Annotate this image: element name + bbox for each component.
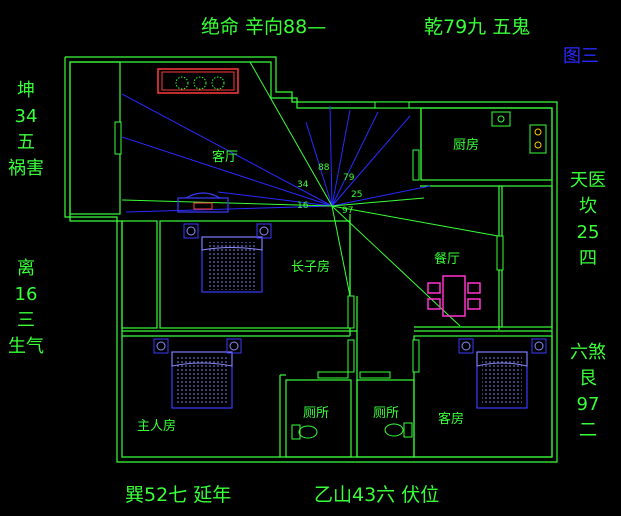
side-rt-0: 天医 [570, 170, 606, 191]
room-toilet-1: 厕所 [303, 406, 330, 421]
side-rt-2: 25 [576, 222, 600, 243]
toilet-fixtures [291, 422, 413, 440]
center-num-88: 88 [318, 163, 330, 173]
room-kitchen: 厨房 [453, 138, 480, 153]
bed-eldest [183, 223, 272, 293]
dining-table [427, 275, 481, 317]
side-rb-3: 二 [579, 420, 597, 441]
side-lb-2: 三 [17, 310, 35, 331]
bed-master [153, 338, 242, 409]
room-guest: 客房 [438, 412, 465, 427]
side-lb-1: 16 [14, 284, 38, 305]
side-rb-2: 97 [576, 394, 600, 415]
side-right-bottom: 六煞 艮 97 二 [568, 340, 608, 444]
center-num-34: 34 [297, 180, 309, 190]
side-rb-1: 艮 [579, 368, 597, 389]
room-master: 主人房 [137, 419, 177, 434]
side-rb-0: 六煞 [570, 342, 606, 363]
side-lt-3: 祸害 [8, 158, 44, 179]
side-lt-2: 五 [17, 132, 35, 153]
center-num-16: 16 [297, 201, 309, 211]
header-left: 绝命 辛向88— [201, 16, 327, 38]
side-lb-0: 离 [17, 258, 35, 279]
side-lb-3: 生气 [8, 336, 44, 357]
footer-right: 乙山43六 伏位 [314, 484, 440, 506]
side-right-top: 天医 坎 25 四 [568, 168, 608, 272]
header-right: 乾79九 五鬼 [424, 16, 531, 38]
room-living: 客厅 [212, 150, 239, 165]
windows [114, 101, 504, 379]
center-num-79: 79 [343, 173, 355, 183]
side-rt-1: 坎 [579, 196, 597, 217]
footer-left: 巽52七 延年 [125, 484, 232, 506]
side-lt-0: 坤 [17, 80, 35, 101]
side-left-bottom: 离 16 三 生气 [6, 256, 46, 360]
bed-guest [458, 338, 547, 409]
room-toilet-2: 厕所 [373, 406, 400, 421]
center-num-25: 25 [351, 190, 363, 200]
compass-rays [121, 93, 431, 213]
bagua-lines [121, 61, 499, 327]
sofa [157, 68, 239, 94]
side-left-top: 坤 34 五 祸害 [6, 78, 46, 182]
figure-label: 图三 [563, 46, 599, 67]
room-dining: 餐厅 [434, 252, 461, 267]
tv-cabinet [177, 192, 229, 213]
kitchen-fixtures [491, 111, 547, 154]
room-eldest-son: 长子房 [291, 260, 331, 275]
side-rt-3: 四 [579, 248, 597, 269]
side-lt-1: 34 [14, 106, 38, 127]
center-num-97: 97 [342, 206, 354, 216]
